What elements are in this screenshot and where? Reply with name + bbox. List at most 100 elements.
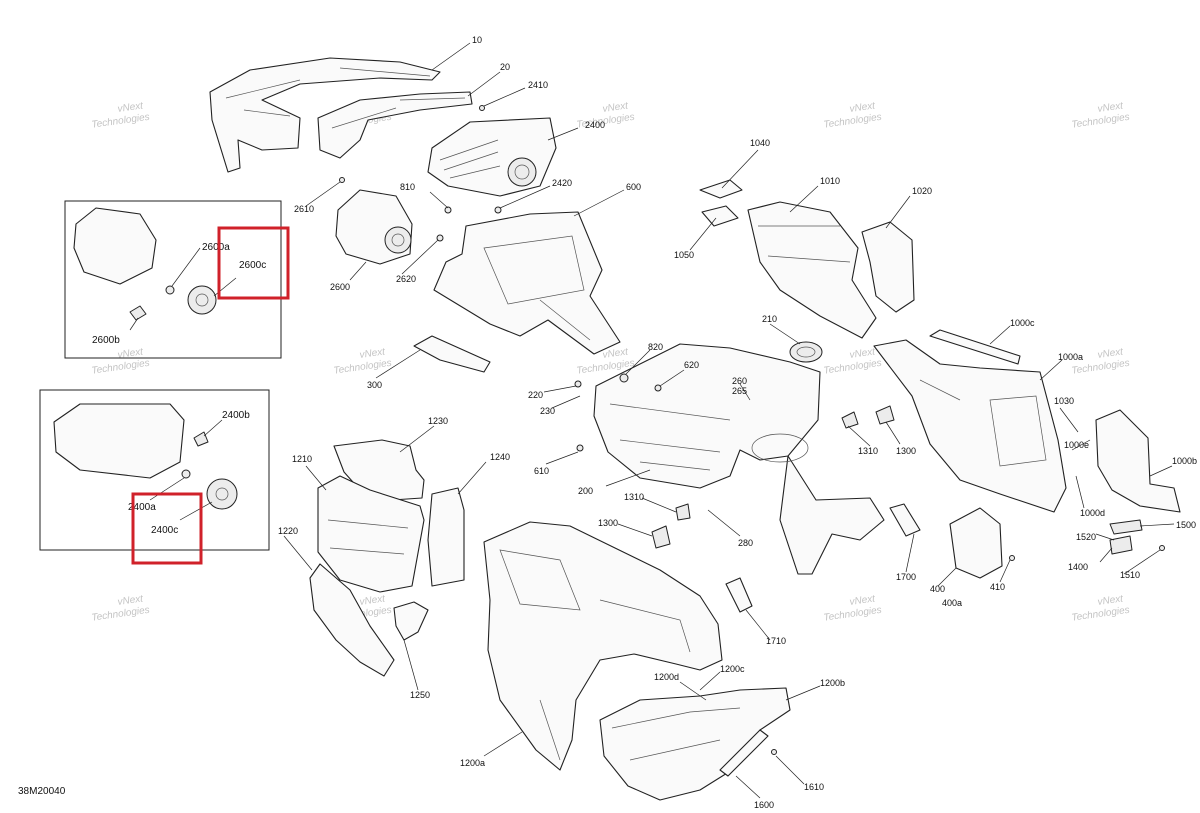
callout-2600: 2600 bbox=[330, 282, 350, 292]
svg-text:vNext: vNext bbox=[359, 346, 387, 361]
callout-1240: 1240 bbox=[490, 452, 510, 462]
part-200-tail bbox=[779, 455, 885, 575]
inset-bottom-cap-inner bbox=[215, 487, 229, 501]
part-1500 bbox=[1109, 519, 1143, 535]
callout-1300-upper: 1300 bbox=[896, 446, 916, 456]
label-2400c: 2400c bbox=[151, 525, 178, 536]
label-2600c: 2600c bbox=[239, 260, 266, 271]
svg-text:vNext: vNext bbox=[1097, 346, 1125, 361]
label-2400b: 2400b bbox=[222, 410, 250, 421]
callout-2400: 2400 bbox=[585, 120, 605, 130]
inset-top-cap bbox=[187, 285, 217, 315]
part-1200b-detail bbox=[611, 707, 741, 761]
figure-reference: 38M20040 bbox=[18, 786, 66, 797]
callout-1500: 1500 bbox=[1176, 520, 1196, 530]
callout-265: 265 bbox=[732, 386, 747, 396]
callout-1250: 1250 bbox=[410, 690, 430, 700]
part-200-socket bbox=[751, 433, 809, 463]
highlight-2400c bbox=[131, 492, 203, 565]
callout-1030: 1030 bbox=[1054, 396, 1074, 406]
callout-1710: 1710 bbox=[766, 636, 786, 646]
part-10-detail bbox=[225, 67, 431, 117]
part-2400-lens-inner bbox=[514, 164, 530, 180]
leader-2400c bbox=[179, 501, 213, 521]
part-shapes bbox=[209, 57, 1181, 801]
part-1310b bbox=[675, 503, 691, 521]
part-210-cap-inner bbox=[796, 346, 816, 358]
callout-400: 400 bbox=[930, 584, 945, 594]
part-600-nose bbox=[433, 211, 621, 355]
inset-top-socket bbox=[129, 305, 147, 321]
callout-810: 810 bbox=[400, 182, 415, 192]
part-1610 bbox=[771, 749, 777, 755]
callout-1000b: 1000b bbox=[1172, 456, 1197, 466]
part-1010 bbox=[747, 201, 877, 339]
label-2600b: 2600b bbox=[92, 335, 120, 346]
part-1200a-detail bbox=[499, 549, 691, 761]
callout-2410: 2410 bbox=[528, 80, 548, 90]
callout-10: 10 bbox=[472, 35, 482, 45]
callout-1310-upper: 1310 bbox=[858, 446, 878, 456]
callout-1010: 1010 bbox=[820, 176, 840, 186]
part-1600-rail bbox=[719, 729, 769, 777]
callout-820: 820 bbox=[648, 342, 663, 352]
part-1250 bbox=[393, 601, 429, 641]
callout-1210: 1210 bbox=[292, 454, 312, 464]
part-1240 bbox=[427, 487, 465, 587]
callout-1600: 1600 bbox=[754, 800, 774, 810]
part-1000a bbox=[873, 339, 1067, 513]
part-200-detail bbox=[609, 403, 731, 471]
callout-400a: 400a bbox=[942, 598, 962, 608]
part-1050 bbox=[701, 205, 739, 227]
part-1200b bbox=[599, 687, 791, 801]
part-2620 bbox=[436, 234, 444, 242]
callout-1300-lower: 1300 bbox=[598, 518, 618, 528]
callout-leaders bbox=[283, 42, 1175, 799]
callout-labels: 10 20 2410 2400 2420 810 2610 2620 2600 … bbox=[278, 35, 1197, 810]
part-1000a-detail bbox=[919, 379, 1047, 467]
part-2410 bbox=[479, 105, 485, 111]
leader-2600b bbox=[129, 317, 139, 331]
leader-2400b bbox=[203, 419, 223, 437]
callout-1200b: 1200b bbox=[820, 678, 845, 688]
callout-1000e: 1000e bbox=[1064, 440, 1089, 450]
callout-20: 20 bbox=[500, 62, 510, 72]
callout-300: 300 bbox=[367, 380, 382, 390]
part-20-deflector bbox=[317, 91, 473, 159]
inset-top-housing bbox=[73, 207, 157, 285]
inset-bottom: 2400b 2400a 2400c bbox=[39, 389, 270, 565]
part-2610 bbox=[339, 177, 345, 183]
leader-2600a bbox=[171, 247, 201, 287]
callout-610: 610 bbox=[534, 466, 549, 476]
part-400 bbox=[949, 507, 1003, 579]
part-1300a bbox=[875, 405, 895, 425]
part-300 bbox=[413, 335, 491, 373]
svg-text:vNext: vNext bbox=[602, 100, 630, 115]
part-1400 bbox=[1109, 535, 1133, 555]
callout-1000d: 1000d bbox=[1080, 508, 1105, 518]
part-20-detail bbox=[331, 97, 466, 129]
callout-1400: 1400 bbox=[1068, 562, 1088, 572]
inset-top-bulb bbox=[165, 285, 175, 295]
label-2600a: 2600a bbox=[202, 242, 230, 253]
part-610 bbox=[576, 444, 584, 452]
part-1010-detail bbox=[758, 225, 851, 263]
callout-1040: 1040 bbox=[750, 138, 770, 148]
inset-bottom-bulb bbox=[181, 469, 191, 479]
part-1210-detail bbox=[327, 519, 409, 555]
svg-text:vNext: vNext bbox=[849, 593, 877, 608]
part-410 bbox=[1009, 555, 1015, 561]
part-10-windshield bbox=[209, 57, 441, 173]
leader-2400a bbox=[149, 477, 185, 501]
inset-top-frame bbox=[64, 200, 282, 359]
svg-text:vNext: vNext bbox=[359, 593, 387, 608]
svg-text:vNext: vNext bbox=[117, 346, 145, 361]
callout-1700: 1700 bbox=[896, 572, 916, 582]
part-2600-lens bbox=[384, 226, 412, 254]
callout-230: 230 bbox=[540, 406, 555, 416]
